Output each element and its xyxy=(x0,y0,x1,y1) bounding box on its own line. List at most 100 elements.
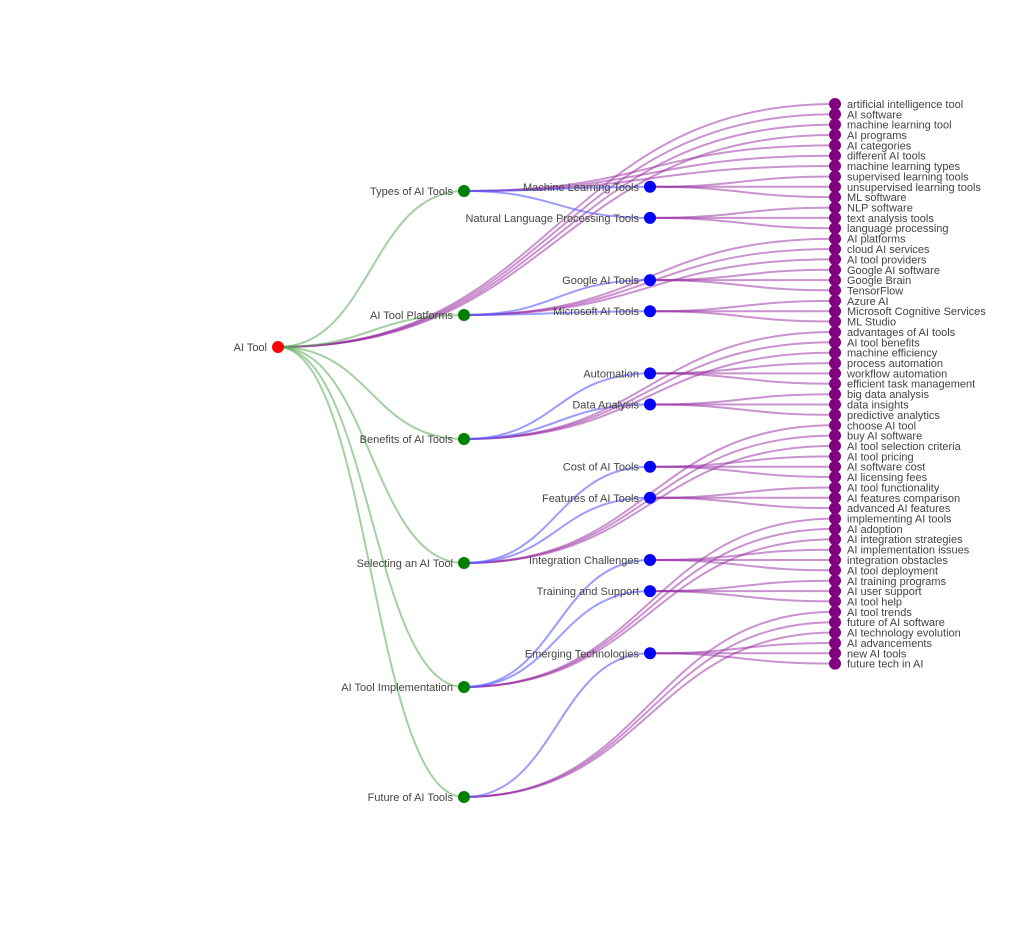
leaf-node-marker[interactable] xyxy=(829,284,841,297)
leaf-node[interactable]: AI licensing fees xyxy=(829,471,928,484)
leaf-node[interactable]: AI tool benefits xyxy=(829,336,920,349)
leaf-node[interactable]: language processing xyxy=(829,222,949,235)
leaf-node-marker[interactable] xyxy=(829,170,841,183)
leaf-node[interactable]: AI tool providers xyxy=(829,253,927,266)
leaf-node[interactable]: AI technology evolution xyxy=(829,626,961,640)
leaf-node[interactable]: AI software xyxy=(829,108,902,121)
leaf-node-marker[interactable] xyxy=(829,491,841,504)
category-node-marker[interactable] xyxy=(458,309,470,321)
leaf-node-marker[interactable] xyxy=(829,647,841,660)
leaf-node[interactable]: AI tool functionality xyxy=(829,481,940,495)
leaf-node[interactable]: artificial intelligence tool xyxy=(829,98,963,111)
leaf-node[interactable]: big data analysis xyxy=(829,388,929,401)
leaf-node-marker[interactable] xyxy=(829,128,841,141)
leaf-node-marker[interactable] xyxy=(829,512,841,525)
leaf-node[interactable]: AI categories xyxy=(829,139,912,152)
leaf-node[interactable]: future of AI software xyxy=(829,616,945,629)
subtopic-node-marker[interactable] xyxy=(644,367,656,380)
leaf-node[interactable]: machine learning tool xyxy=(829,118,952,132)
leaf-node-marker[interactable] xyxy=(829,388,841,401)
leaf-node[interactable]: AI adoption xyxy=(829,522,903,536)
leaf-node-marker[interactable] xyxy=(829,253,841,266)
leaf-node[interactable]: AI software cost xyxy=(829,460,925,474)
leaf-node-marker[interactable] xyxy=(829,160,841,172)
leaf-node[interactable]: TensorFlow xyxy=(829,284,903,297)
leaf-node-marker[interactable] xyxy=(829,471,841,483)
leaf-node-marker[interactable] xyxy=(829,564,841,577)
leaf-node-marker[interactable] xyxy=(829,108,841,121)
leaf-node[interactable]: process automation xyxy=(829,357,943,370)
category-node-marker[interactable] xyxy=(458,433,470,445)
leaf-node-marker[interactable] xyxy=(829,481,841,494)
leaf-node[interactable]: AI implementation issues xyxy=(829,543,970,557)
leaf-node[interactable]: advantages of AI tools xyxy=(829,326,956,339)
leaf-node-marker[interactable] xyxy=(829,460,841,473)
leaf-node[interactable]: AI tool selection criteria xyxy=(829,439,962,453)
leaf-node[interactable]: data insights xyxy=(829,398,909,412)
leaf-node[interactable]: NLP software xyxy=(829,201,913,215)
leaf-node-marker[interactable] xyxy=(829,180,841,193)
leaf-node[interactable]: AI tool pricing xyxy=(829,450,914,463)
leaf-node-marker[interactable] xyxy=(829,222,841,235)
category-node[interactable]: Benefits of AI Tools xyxy=(360,433,470,446)
subtopic-node[interactable]: Microsoft AI Tools xyxy=(553,305,656,318)
subtopic-node-marker[interactable] xyxy=(644,585,656,598)
leaf-node[interactable]: AI tool help xyxy=(829,595,902,608)
leaf-node-marker[interactable] xyxy=(829,315,841,328)
subtopic-node-marker[interactable] xyxy=(644,398,656,411)
leaf-node[interactable]: AI programs xyxy=(829,128,907,142)
leaf-node[interactable]: supervised learning tools xyxy=(829,170,969,184)
subtopic-node-marker[interactable] xyxy=(644,491,656,504)
leaf-node-marker[interactable] xyxy=(829,294,841,307)
leaf-node-marker[interactable] xyxy=(829,98,841,110)
leaf-node[interactable]: AI user support xyxy=(829,585,922,598)
leaf-node-marker[interactable] xyxy=(829,574,841,587)
subtopic-node[interactable]: Data Analysis xyxy=(572,398,656,412)
leaf-node[interactable]: ML software xyxy=(829,191,907,204)
leaf-node-marker[interactable] xyxy=(829,502,841,515)
leaf-node-marker[interactable] xyxy=(829,450,841,463)
leaf-node[interactable]: AI training programs xyxy=(829,574,947,588)
leaf-node-marker[interactable] xyxy=(829,357,841,370)
leaf-node[interactable]: future tech in AI xyxy=(829,657,923,671)
leaf-node-marker[interactable] xyxy=(829,398,841,411)
leaf-node[interactable]: unsupervised learning tools xyxy=(829,180,981,194)
leaf-node-marker[interactable] xyxy=(829,637,841,649)
leaf-node-marker[interactable] xyxy=(829,554,841,566)
leaf-node-marker[interactable] xyxy=(829,346,841,359)
leaf-node[interactable]: predictive analytics xyxy=(829,408,940,422)
leaf-node[interactable]: workflow automation xyxy=(829,367,947,380)
leaf-node[interactable]: implementing AI tools xyxy=(829,512,952,526)
root-node[interactable]: AI Tool xyxy=(234,341,284,354)
leaf-node[interactable]: AI platforms xyxy=(829,232,906,246)
leaf-node-marker[interactable] xyxy=(829,408,841,421)
subtopic-node-marker[interactable] xyxy=(644,305,656,318)
leaf-node-marker[interactable] xyxy=(829,585,841,598)
leaf-node-marker[interactable] xyxy=(829,616,841,629)
leaf-node[interactable]: AI tool trends xyxy=(829,605,912,619)
subtopic-node[interactable]: Training and Support xyxy=(537,585,656,598)
category-node-marker[interactable] xyxy=(458,185,470,197)
category-node-marker[interactable] xyxy=(458,557,470,569)
subtopic-node[interactable]: Cost of AI Tools xyxy=(563,460,656,474)
subtopic-node-marker[interactable] xyxy=(644,460,656,473)
leaf-node-marker[interactable] xyxy=(829,626,841,639)
leaf-node[interactable]: integration obstacles xyxy=(829,554,948,567)
leaf-node-marker[interactable] xyxy=(829,533,841,546)
leaf-node[interactable]: efficient task management xyxy=(829,377,975,391)
leaf-node[interactable]: Google Brain xyxy=(829,274,911,287)
leaf-node-marker[interactable] xyxy=(829,336,841,349)
leaf-node[interactable]: AI tool deployment xyxy=(829,564,938,577)
leaf-node-marker[interactable] xyxy=(829,149,841,162)
leaf-node-marker[interactable] xyxy=(829,274,841,287)
subtopic-node-marker[interactable] xyxy=(644,554,656,566)
leaf-node[interactable]: cloud AI services xyxy=(829,243,930,256)
subtopic-node[interactable]: Natural Language Processing Tools xyxy=(466,211,656,225)
subtopic-node-marker[interactable] xyxy=(644,647,656,660)
leaf-node-marker[interactable] xyxy=(829,419,841,432)
leaf-node-marker[interactable] xyxy=(829,305,841,318)
leaf-node[interactable]: AI advancements xyxy=(829,637,932,650)
root-node-marker[interactable] xyxy=(272,341,284,353)
leaf-node[interactable]: Microsoft Cognitive Services xyxy=(829,305,986,318)
subtopic-node[interactable]: Google AI Tools xyxy=(562,274,656,287)
